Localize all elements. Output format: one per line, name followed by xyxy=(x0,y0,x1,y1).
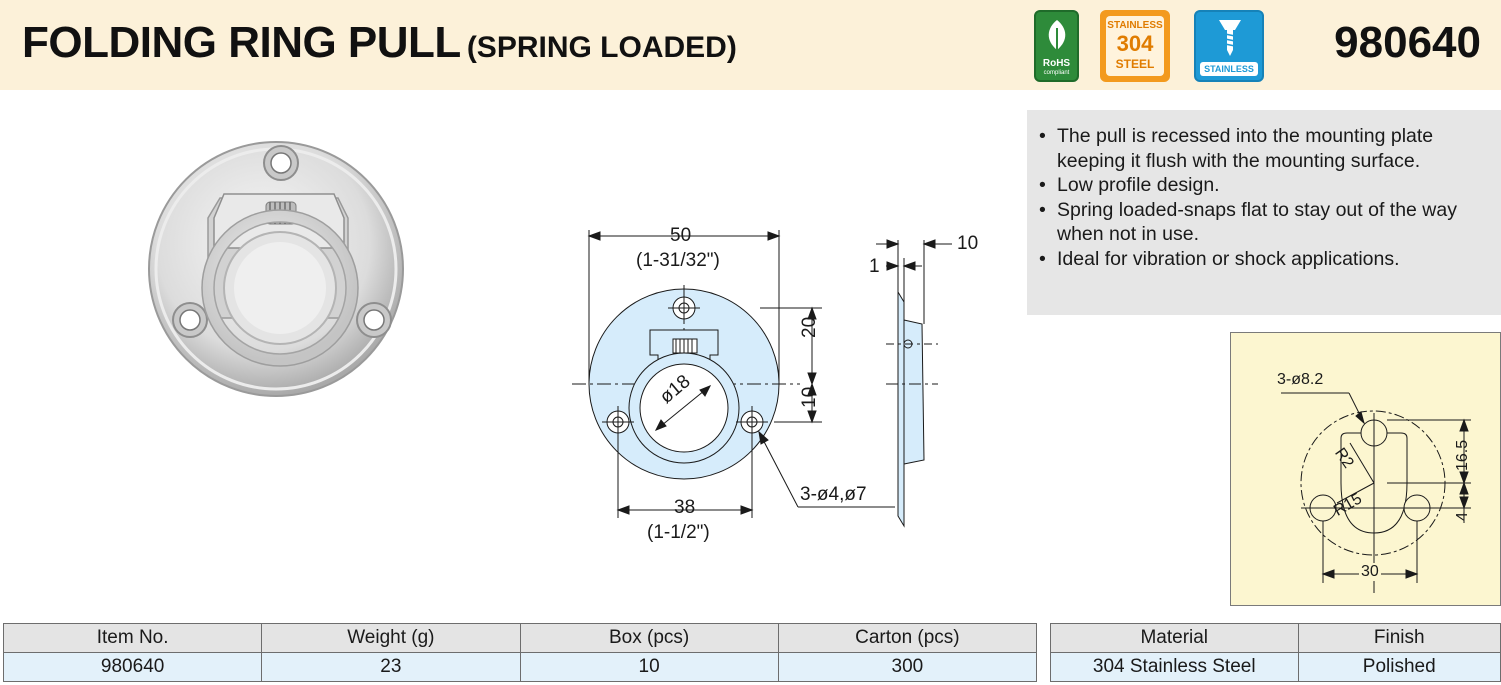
product-photo xyxy=(148,141,404,397)
mount-dim-30: 30 xyxy=(1359,563,1381,581)
features-list: •The pull is recessed into the mounting … xyxy=(1027,110,1501,271)
part-number: 980640 xyxy=(1334,18,1481,67)
features-panel: •The pull is recessed into the mounting … xyxy=(1027,110,1501,315)
table-row: 980640 23 10 300 xyxy=(2,652,1038,682)
technical-drawing xyxy=(572,230,952,528)
material-table: Material Finish 304 Stainless Steel Poli… xyxy=(1050,623,1501,682)
dim-width-in: (1-31/32") xyxy=(636,250,720,271)
feature-item: •The pull is recessed into the mounting … xyxy=(1039,125,1434,172)
cell-item-no: 980640 xyxy=(2,652,263,682)
header-bar: FOLDING RING PULL(SPRING LOADED) RoHS co… xyxy=(0,0,1501,90)
rohs-badge: RoHS compliant xyxy=(1034,10,1079,82)
steel-badge-line1: STAINLESS xyxy=(1107,20,1163,31)
title-sub: (SPRING LOADED) xyxy=(466,31,737,64)
steel-badge-line2: 304 xyxy=(1116,31,1154,56)
header-finish: Finish xyxy=(1297,623,1501,653)
table-header-row: Item No. Weight (g) Box (pcs) Carton (pc… xyxy=(2,623,1038,653)
mount-dim-4: 4 xyxy=(1454,512,1471,521)
table-row: 304 Stainless Steel Polished xyxy=(1050,652,1501,682)
screw-icon xyxy=(1219,20,1241,56)
stainless-screw-badge: STAINLESS xyxy=(1194,10,1264,82)
dim-side-thickness: 1 xyxy=(869,256,880,277)
steel-badge-line3: STEEL xyxy=(1115,57,1155,71)
cell-weight: 23 xyxy=(261,652,521,682)
cell-carton: 300 xyxy=(777,652,1038,682)
mounting-cutout-drawing xyxy=(1281,392,1471,593)
rohs-label: RoHS xyxy=(1042,58,1071,69)
dim-side-height: 10 xyxy=(957,233,979,254)
dim-20: 20 xyxy=(799,316,820,338)
header-item-no: Item No. xyxy=(2,623,263,653)
title-main: FOLDING RING PULL xyxy=(22,18,461,67)
feature-item: •Spring loaded-snaps flat to stay out of… xyxy=(1039,198,1457,246)
dim-holes: 3-ø4,ø7 xyxy=(800,484,867,505)
dim-hole-span-in: (1-1/2") xyxy=(647,522,710,543)
header-box: Box (pcs) xyxy=(519,623,779,653)
leaf-icon xyxy=(1048,20,1066,54)
cell-box: 10 xyxy=(519,652,779,682)
cell-finish: Polished xyxy=(1297,652,1501,682)
table-header-row: Material Finish xyxy=(1050,623,1501,653)
mounting-diagram: 3-ø8.2 R2 R15 16.5 4 30 xyxy=(1230,332,1501,606)
feature-item: •Ideal for vibration or shock applicatio… xyxy=(1039,247,1400,270)
header-weight: Weight (g) xyxy=(261,623,521,653)
page-title: FOLDING RING PULL(SPRING LOADED) xyxy=(22,18,737,68)
spec-table: Item No. Weight (g) Box (pcs) Carton (pc… xyxy=(2,623,1038,682)
stainless-label: STAINLESS xyxy=(1200,62,1258,76)
dim-hole-span-mm: 38 xyxy=(674,497,696,518)
stainless-304-badge: STAINLESS 304 STEEL xyxy=(1100,10,1170,82)
cell-material: 304 Stainless Steel xyxy=(1050,652,1299,682)
mount-dim-16-5: 16.5 xyxy=(1454,439,1471,471)
rohs-sublabel: compliant xyxy=(1043,70,1070,76)
header-material: Material xyxy=(1050,623,1299,653)
dim-10-front: 10 xyxy=(799,386,820,408)
mount-holes-label: 3-ø8.2 xyxy=(1277,371,1324,388)
header-carton: Carton (pcs) xyxy=(777,623,1038,653)
feature-item: •Low profile design. xyxy=(1039,174,1220,196)
dim-width-mm: 50 xyxy=(670,225,692,246)
